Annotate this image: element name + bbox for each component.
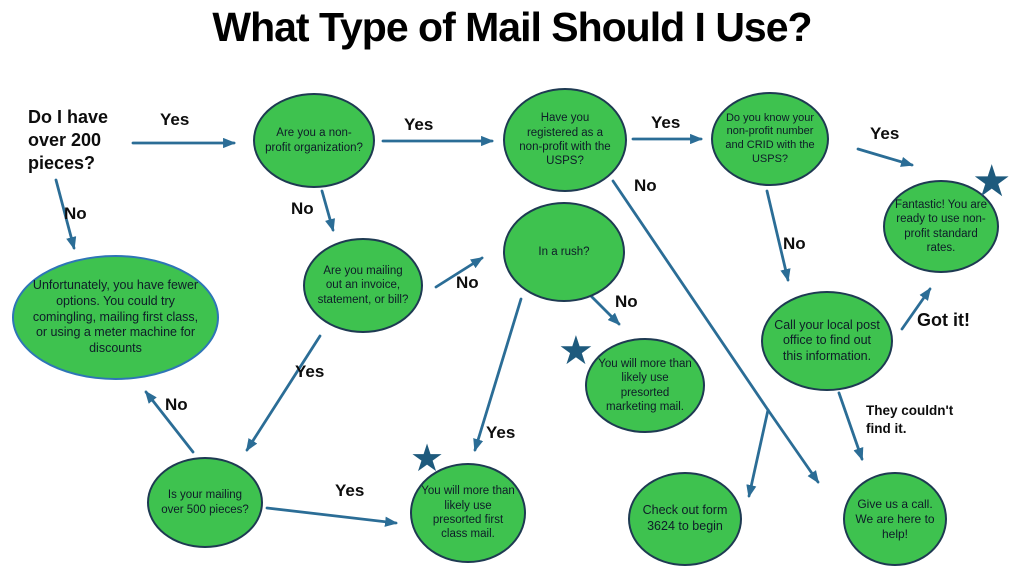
edge-label-no: No — [634, 176, 657, 195]
edge-label-yes: Yes — [160, 110, 190, 129]
edge-label-no: No — [291, 199, 314, 218]
node-rush-question: In a rush? — [503, 202, 625, 302]
star-icon: ★ — [558, 329, 594, 373]
node-text: Is your mailing over 500 pieces? — [161, 489, 249, 516]
edge-label-yes: Yes — [404, 115, 434, 134]
edge-500-yes — [265, 506, 398, 527]
node-500pieces-question: Is your mailing over 500 pieces? — [147, 457, 263, 548]
star-icon: ★ — [972, 157, 1012, 206]
node-text: You will more than likely use presorted … — [598, 357, 692, 413]
edge-label-yes: Yes — [651, 113, 681, 132]
edge-postoffice-notfound — [837, 391, 864, 461]
node-nonprofit-question: Are you a non-profit organization? — [253, 93, 375, 188]
node-text: Give us a call. We are here to help! — [855, 496, 935, 541]
node-firstclass-result: You will more than likely use presorted … — [410, 463, 526, 563]
edge-nonprofit-no — [320, 189, 335, 232]
edge-label-no: No — [456, 273, 479, 292]
star-icon: ★ — [410, 438, 445, 480]
node-text: Call your local post office to find out … — [774, 317, 880, 363]
node-form3624-result: Check out form 3624 to begin — [628, 472, 742, 566]
node-text: Check out form 3624 to begin — [642, 503, 728, 533]
node-text: In a rush? — [538, 245, 590, 258]
node-marketing-result: You will more than likely use presorted … — [585, 338, 705, 433]
node-fantastic-result: Fantastic! You are ready to use non-prof… — [883, 180, 999, 273]
node-text: Do you know your non-profit number and C… — [725, 111, 815, 165]
page-title: What Type of Mail Should I Use? — [212, 4, 812, 50]
edge-label-gotit: Got it! — [917, 310, 970, 330]
edge-label-yes: Yes — [295, 362, 325, 381]
node-invoice-question: Are you mailing out an invoice, statemen… — [303, 238, 423, 333]
node-unfortunately-result: Unfortunately, you have fewer options. Y… — [12, 255, 219, 380]
node-text: Are you mailing out an invoice, statemen… — [317, 264, 409, 306]
edge-label-yes: Yes — [486, 423, 516, 442]
edge-registered-no-to-call — [766, 408, 820, 484]
edge-label-they-couldnt-find-it: They couldn't find it. — [866, 403, 954, 436]
edge-invoice-yes — [245, 334, 322, 452]
node-text: Are you a non-profit organization? — [265, 127, 363, 154]
node-text: Have you registered as a non-profit with… — [519, 112, 611, 168]
edge-crid-yes — [856, 147, 914, 167]
node-crid-question: Do you know your non-profit number and C… — [711, 92, 829, 186]
node-registered-question: Have you registered as a non-profit with… — [503, 88, 627, 192]
node-text: Fantastic! You are ready to use non-prof… — [894, 198, 988, 254]
node-giveusacall-result: Give us a call. We are here to help! — [843, 472, 947, 566]
edge-label-no: No — [64, 204, 87, 223]
node-text: You will more than likely use presorted … — [421, 485, 515, 541]
node-postoffice-info: Call your local post office to find out … — [761, 291, 893, 391]
edge-label-yes: Yes — [335, 481, 365, 500]
edge-registered-no-to-form3624 — [746, 408, 770, 498]
edge-label-no: No — [165, 395, 188, 414]
node-text: Unfortunately, you have fewer options. Y… — [32, 278, 199, 355]
edge-label-no: No — [783, 234, 806, 253]
edge-label-yes: Yes — [870, 124, 900, 143]
start-question: Do I have over 200 pieces? — [28, 107, 109, 174]
edge-label-no: No — [615, 292, 638, 311]
